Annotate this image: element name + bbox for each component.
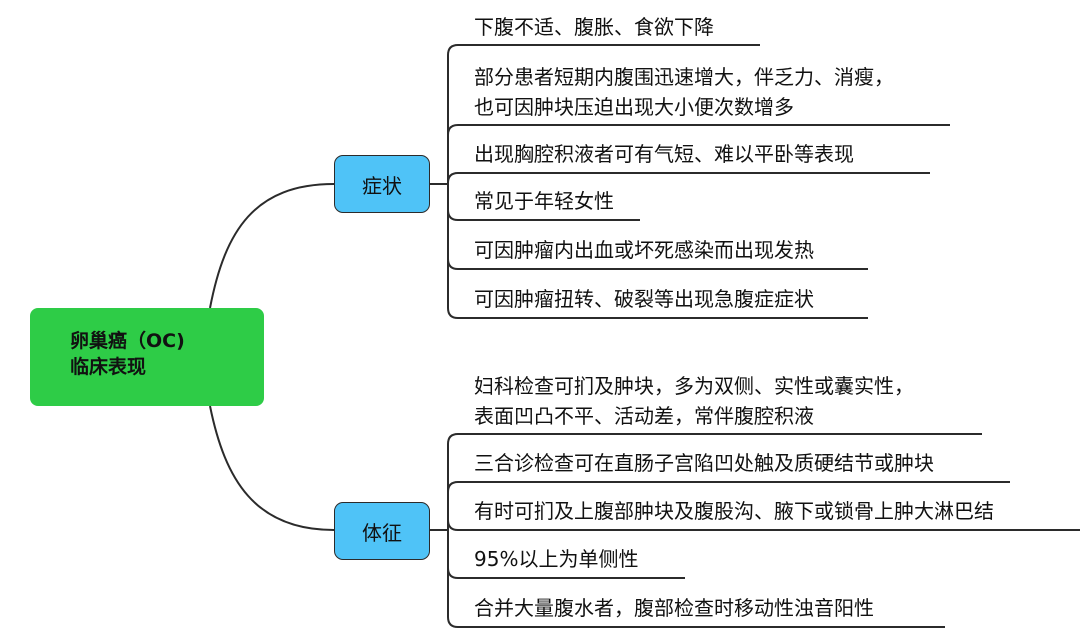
leaf-text: 有时可扪及上腹部肿块及腹股沟、腋下或锁骨上肿大淋巴结 <box>474 499 994 523</box>
leaf-text: 95%以上为单侧性 <box>474 547 639 571</box>
leaf-text: 也可因肿块压迫出现大小便次数增多 <box>474 95 794 119</box>
leaf-text: 可因肿瘤扭转、破裂等出现急腹症症状 <box>474 287 814 311</box>
leaf-text: 部分患者短期内腹围迅速增大，伴乏力、消瘦， <box>474 65 894 89</box>
sign-item-3[interactable]: 有时可扪及上腹部肿块及腹股沟、腋下或锁骨上肿大淋巴结 <box>474 496 994 526</box>
branch-signs[interactable]: 体征 <box>334 502 430 560</box>
branch-symptoms[interactable]: 症状 <box>334 155 430 213</box>
leaf-text: 可因肿瘤内出血或坏死感染而出现发热 <box>474 238 814 262</box>
leaf-text: 常见于年轻女性 <box>474 189 614 213</box>
root-to-signs-connector <box>209 405 335 531</box>
symptom-item-5[interactable]: 可因肿瘤内出血或坏死感染而出现发热 <box>474 235 814 265</box>
symptom-item-2[interactable]: 部分患者短期内腹围迅速增大，伴乏力、消瘦， 也可因肿块压迫出现大小便次数增多 <box>474 62 894 122</box>
sign-item-2[interactable]: 三合诊检查可在直肠子宫陷凹处触及质硬结节或肿块 <box>474 448 934 478</box>
branch-symptoms-label: 症状 <box>362 173 402 198</box>
leaf-text: 表面凹凸不平、活动差，常伴腹腔积液 <box>474 404 814 428</box>
leaf-text: 妇科检查可扪及肿块，多为双侧、实性或囊实性， <box>474 374 914 398</box>
root-title-line2: 临床表现 <box>70 356 147 378</box>
sign-item-4[interactable]: 95%以上为单侧性 <box>474 544 638 574</box>
sign-item-1[interactable]: 妇科检查可扪及肿块，多为双侧、实性或囊实性， 表面凹凸不平、活动差，常伴腹腔积液 <box>474 371 914 431</box>
leaf-text: 出现胸腔积液者可有气短、难以平卧等表现 <box>474 142 854 166</box>
leaf-text: 三合诊检查可在直肠子宫陷凹处触及质硬结节或肿块 <box>474 451 934 475</box>
symptom-item-4[interactable]: 常见于年轻女性 <box>474 186 614 216</box>
root-node[interactable]: 卵巢癌（OC) 临床表现 <box>30 308 264 406</box>
sign-item-5[interactable]: 合并大量腹水者，腹部检查时移动性浊音阳性 <box>474 593 874 623</box>
symptom-item-6[interactable]: 可因肿瘤扭转、破裂等出现急腹症症状 <box>474 284 814 314</box>
symptom-item-1[interactable]: 下腹不适、腹胀、食欲下降 <box>474 12 714 42</box>
branch-signs-label: 体征 <box>362 520 402 545</box>
symptom-item-3[interactable]: 出现胸腔积液者可有气短、难以平卧等表现 <box>474 139 854 169</box>
leaf-text: 下腹不适、腹胀、食欲下降 <box>474 15 714 39</box>
root-to-symptoms-connector <box>209 183 335 309</box>
root-title-line1: 卵巢癌（OC) <box>70 330 185 352</box>
leaf-text: 合并大量腹水者，腹部检查时移动性浊音阳性 <box>474 596 874 620</box>
